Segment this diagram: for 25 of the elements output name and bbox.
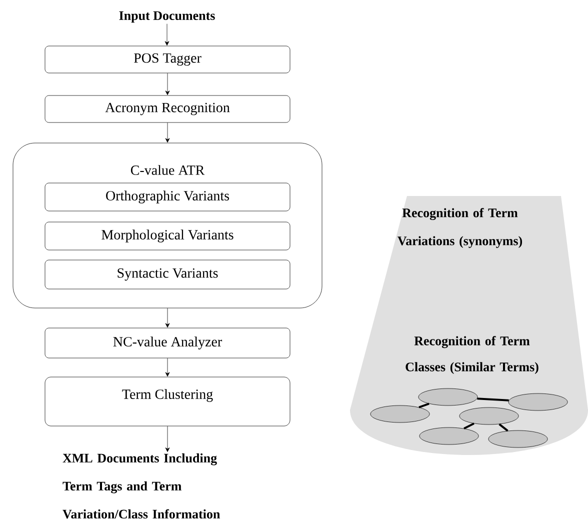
arrow [165,122,170,143]
input-label: Input Documents [119,11,215,23]
ellipse [488,430,548,448]
output-label: XML Documents Including Term Tags and Term Variation/Class Information [62,453,220,519]
arrow [164,24,170,46]
arrow [165,358,170,377]
arrow [165,426,170,452]
ellipse [370,405,430,423]
process-box: Syntactic Variants [44,260,290,290]
ellipse [418,388,478,406]
ellipse [419,427,479,445]
ellipse [459,407,519,425]
connector-line [477,398,509,402]
connector-line [418,402,430,408]
process-box: Orthographic Variants [44,182,290,212]
process-box: Term Clustering [44,376,290,426]
process-box: POS Tagger [44,46,290,74]
ellipse [508,393,568,411]
connector-line [464,422,474,430]
arrow [165,73,170,96]
process-box: Morphological Variants [44,222,290,250]
arrow [165,308,170,328]
process-box: Acronym Recognition [44,95,290,123]
process-box: NC-value Analyzer [44,328,290,358]
connector-line [498,423,508,432]
